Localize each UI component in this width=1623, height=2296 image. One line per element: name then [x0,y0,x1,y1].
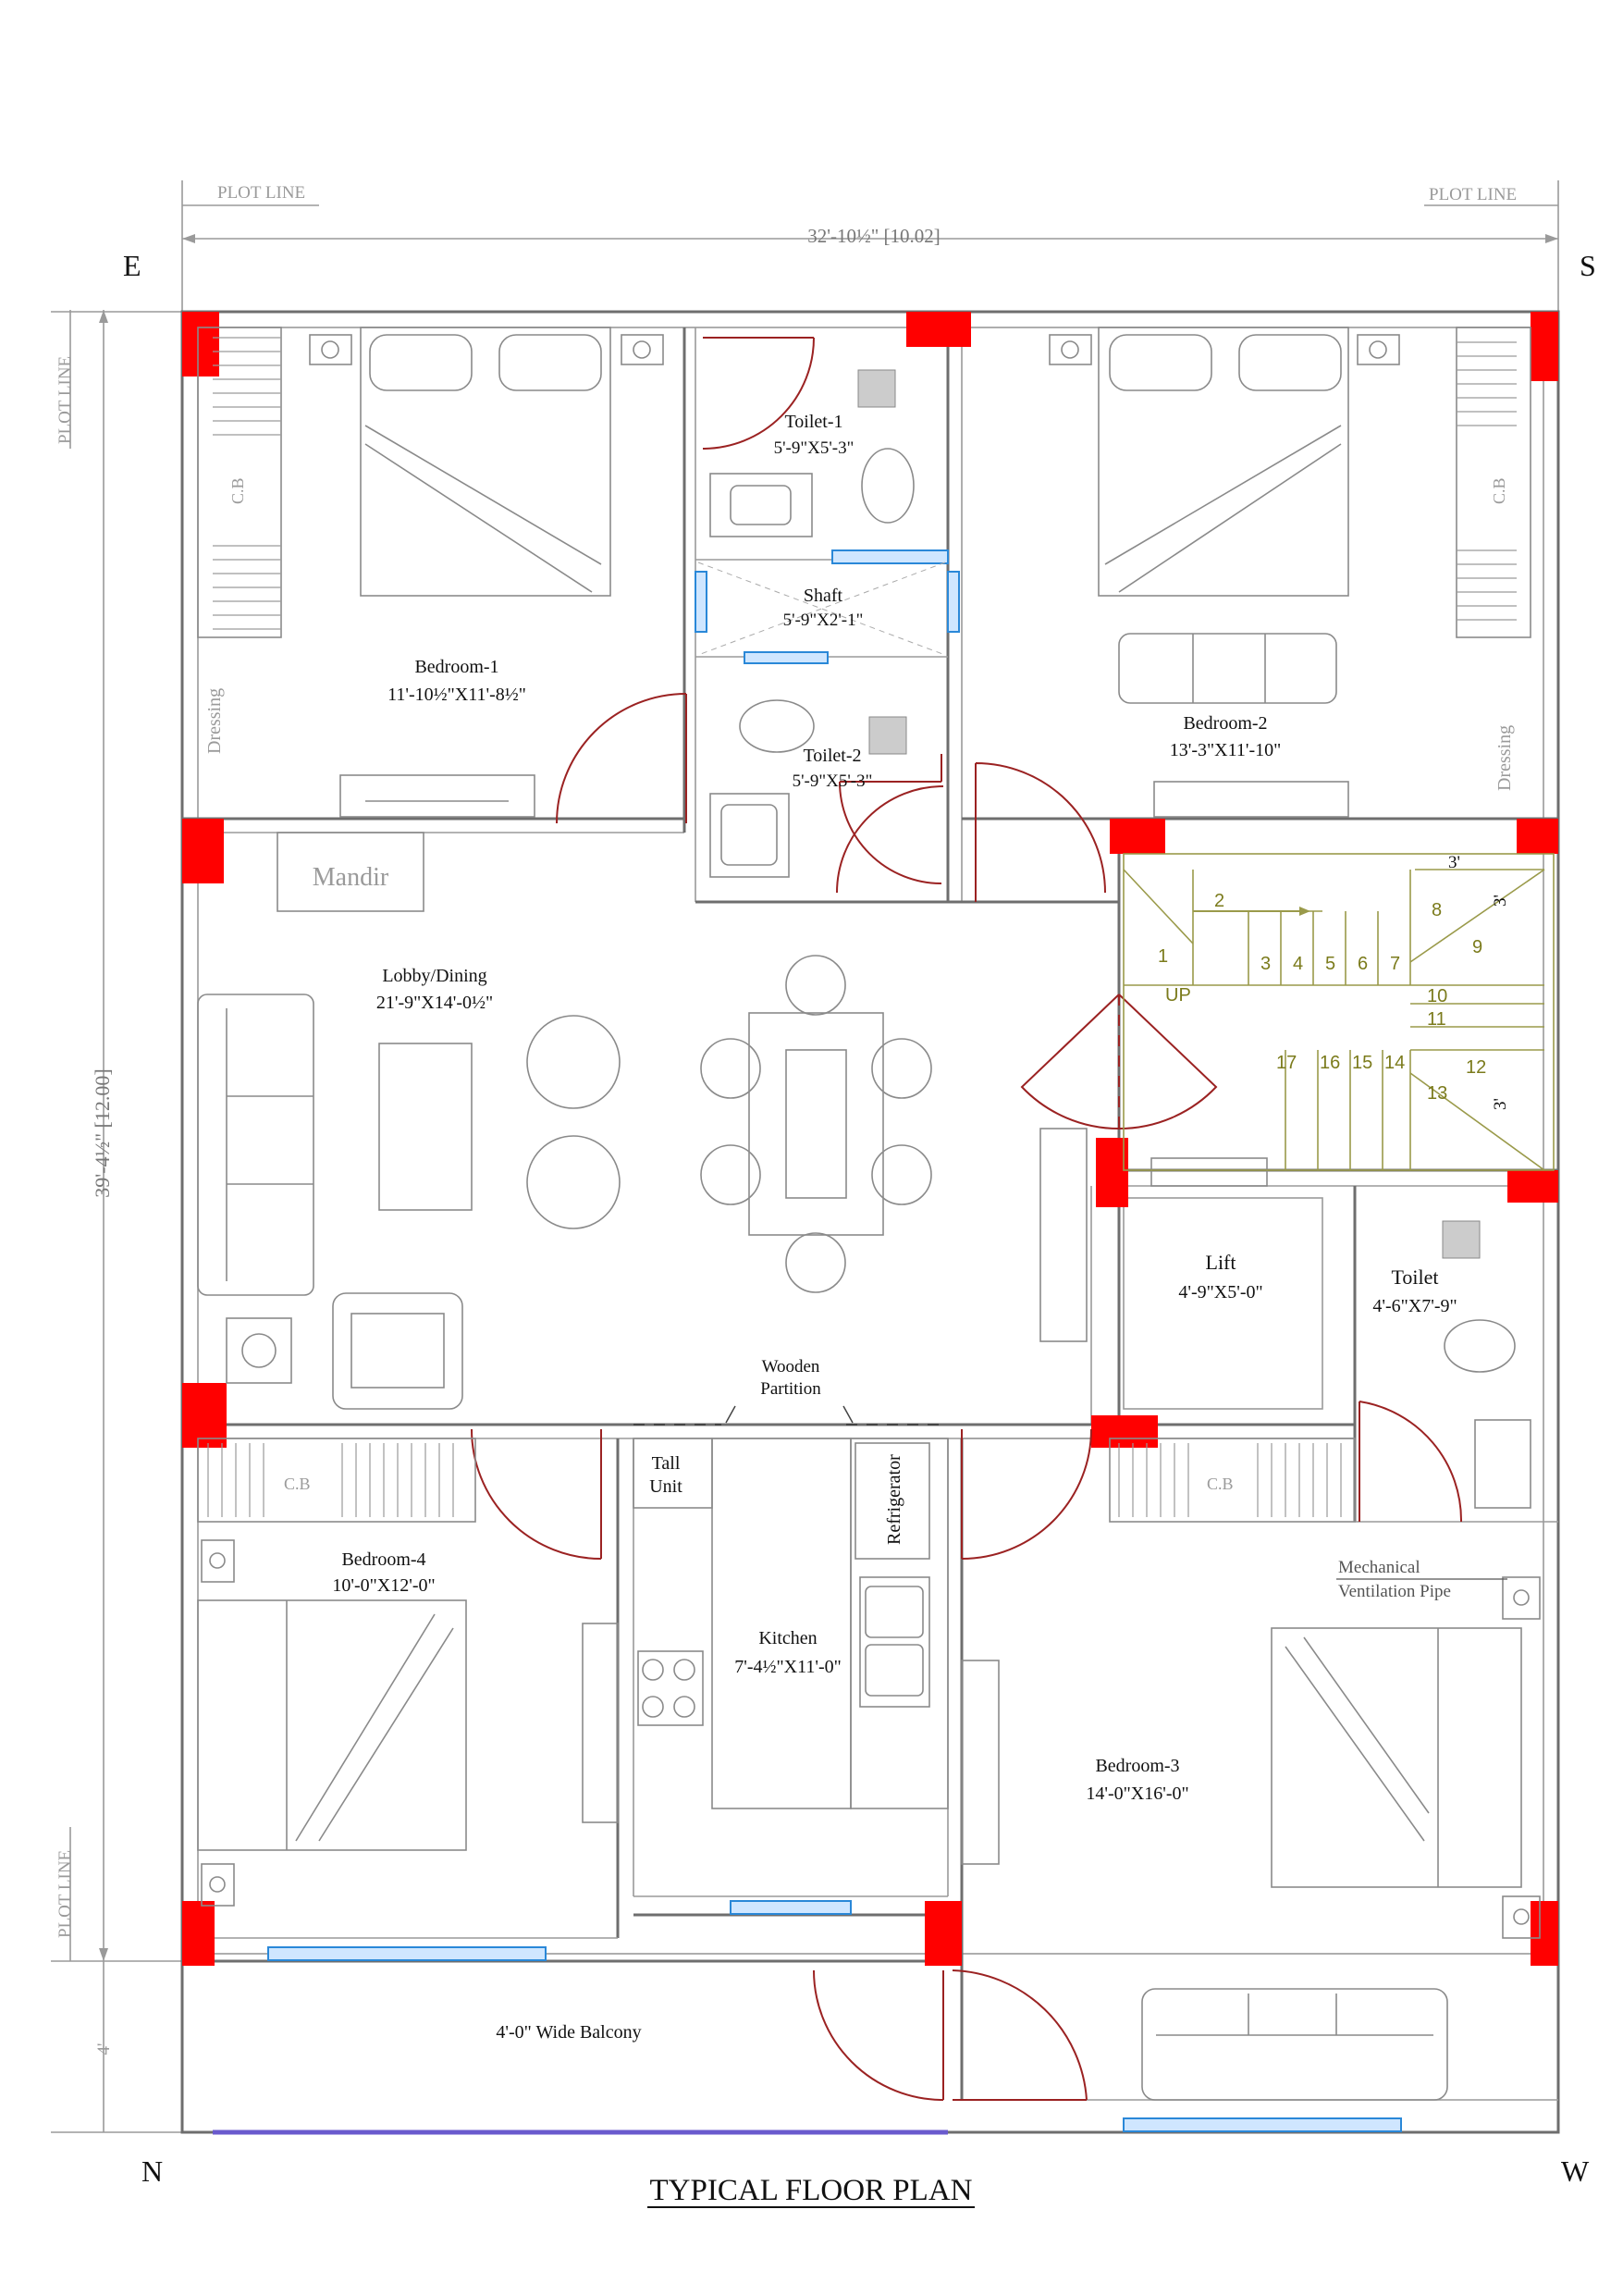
tall-unit-label-1: Tall [652,1453,681,1474]
stair-step-15: 15 [1352,1053,1372,1073]
room-lift-name: Lift [1206,1251,1236,1274]
stair-dim-top: 3' [1448,853,1460,872]
walls [180,310,1560,2135]
mech-vent-label-1: Mechanical [1338,1558,1420,1577]
furniture [197,327,1541,2101]
plan-title: TYPICAL FLOOR PLAN [650,2174,973,2207]
stair-step-1: 1 [1158,946,1168,967]
room-kitchen-size: 7'-4½"X11'-0" [734,1657,842,1677]
windows [267,549,1402,2132]
plot-line-label-top-right: PLOT LINE [1429,185,1517,204]
tall-unit-label-2: Unit [649,1476,682,1497]
room-toilet-name: Toilet [1391,1265,1438,1289]
dressing-label-bedroom-1: Dressing [204,688,225,754]
room-bedroom-2-name: Bedroom-2 [1183,713,1267,734]
room-lift-size: 4'-9"X5'-0" [1178,1282,1262,1302]
stair-step-3: 3 [1260,954,1271,974]
room-shaft-name: Shaft [804,586,843,606]
room-bedroom-3-size: 14'-0"X16'-0" [1086,1784,1188,1804]
room-bedroom-3-name: Bedroom-3 [1095,1756,1179,1776]
stair-step-11: 11 [1427,1009,1446,1030]
stair-step-9: 9 [1472,937,1482,957]
stair-step-6: 6 [1358,954,1368,974]
cb-label-bedroom-2: C.B [1490,477,1508,504]
stair-step-16: 16 [1320,1053,1340,1073]
cb-label-bedroom-4: C.B [284,1475,311,1493]
stair-step-14: 14 [1384,1053,1405,1073]
staircase [1123,853,1555,1171]
room-kitchen-name: Kitchen [758,1628,817,1648]
stair-step-5: 5 [1325,954,1335,974]
room-toilet-1-name: Toilet-1 [784,412,842,432]
balcony-depth-dimension: 4' [94,2043,114,2055]
cb-label-bedroom-3: C.B [1207,1475,1234,1493]
room-toilet-2-name: Toilet-2 [803,746,861,766]
room-balcony-label: 4'-0" Wide Balcony [496,2022,641,2043]
stair-step-12: 12 [1466,1057,1486,1078]
wooden-partition-label-2: Partition [760,1379,821,1399]
room-bedroom-1-size: 11'-10½"X11'-8½" [387,685,526,705]
stair-dim-right-bottom: 3' [1491,1098,1510,1110]
refrigerator-label: Refrigerator [884,1454,904,1545]
stair-step-2: 2 [1214,891,1224,911]
stair-step-13: 13 [1427,1083,1447,1104]
wooden-partition-label-1: Wooden [762,1357,820,1376]
stair-dim-right-top: 3' [1491,895,1510,907]
stair-step-10: 10 [1427,986,1447,1006]
room-shaft-size: 5'-9"X2'-1" [783,611,864,630]
room-lobby-name: Lobby/Dining [382,966,486,986]
room-bedroom-1-name: Bedroom-1 [414,657,498,677]
compass-north: N [141,2154,163,2188]
compass-east: E [123,249,141,282]
stair-step-4: 4 [1293,954,1303,974]
stair-step-8: 8 [1432,900,1442,920]
width-dimension: 32'-10½" [10.02] [807,225,941,247]
mandir-label: Mandir [313,863,389,892]
compass-west: W [1561,2154,1590,2188]
plot-line-label-left-top: PLOT LINE [55,356,75,444]
room-toilet-2-size: 5'-9"X5'-3" [793,772,873,791]
depth-dimension: 39'-4½" [12.00] [91,1068,114,1197]
mech-vent-label-2: Ventilation Pipe [1338,1582,1451,1601]
room-bedroom-2-size: 13'-3"X11'-10" [1170,740,1282,760]
room-bedroom-4-size: 10'-0"X12'-0" [332,1575,435,1596]
stair-step-7: 7 [1390,954,1400,974]
plot-line-label-left-bottom: PLOT LINE [55,1850,75,1938]
doors [471,337,1463,2101]
room-lobby-size: 21'-9"X14'-0½" [376,993,493,1013]
stair-up-label: UP [1165,985,1191,1006]
dressing-label-bedroom-2: Dressing [1494,725,1515,791]
columns [182,312,1558,1966]
plot-line-label-top-left: PLOT LINE [217,183,305,203]
room-bedroom-4-name: Bedroom-4 [341,1549,425,1570]
compass-south: S [1580,249,1596,282]
stair-step-17: 17 [1276,1053,1297,1073]
cb-label-bedroom-1: C.B [228,477,247,504]
room-toilet-size: 4'-6"X7'-9" [1372,1296,1457,1316]
room-toilet-1-size: 5'-9"X5'-3" [774,438,855,458]
